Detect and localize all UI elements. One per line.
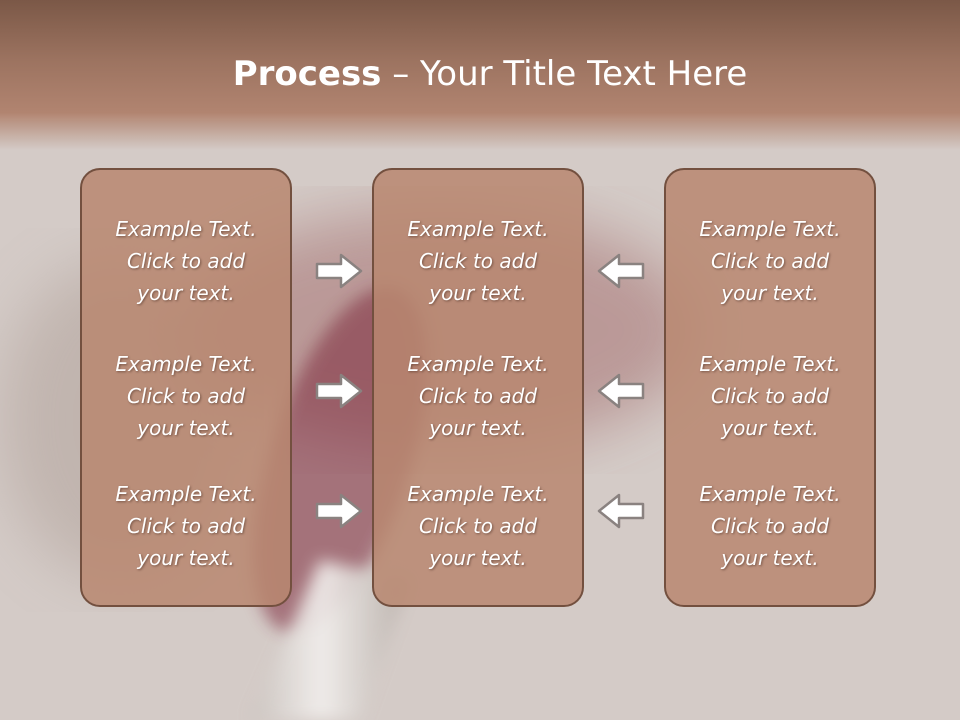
text-line: your text.: [721, 416, 819, 440]
text-line: your text.: [429, 281, 527, 305]
text-line: Example Text.: [407, 482, 549, 506]
text-line: Click to add: [126, 384, 246, 408]
text-line: Click to add: [418, 249, 538, 273]
process-column-left[interactable]: Example Text. Click to add your text. Ex…: [80, 168, 292, 607]
text-line: Click to add: [418, 514, 538, 538]
text-placeholder[interactable]: Example Text. Click to add your text.: [374, 213, 582, 309]
arrow-left-icon: [597, 253, 645, 289]
text-line: Example Text.: [115, 352, 257, 376]
text-placeholder[interactable]: Example Text. Click to add your text.: [666, 348, 874, 444]
text-line: Click to add: [710, 249, 830, 273]
text-placeholder[interactable]: Example Text. Click to add your text.: [82, 348, 290, 444]
text-placeholder[interactable]: Example Text. Click to add your text.: [666, 213, 874, 309]
text-line: your text.: [137, 416, 235, 440]
process-column-center[interactable]: Example Text. Click to add your text. Ex…: [372, 168, 584, 607]
text-line: Click to add: [126, 514, 246, 538]
arrow-right-icon: [315, 253, 363, 289]
text-line: your text.: [721, 546, 819, 570]
title-bold: Process: [232, 54, 382, 94]
text-line: Example Text.: [115, 482, 257, 506]
text-placeholder[interactable]: Example Text. Click to add your text.: [82, 213, 290, 309]
title-band: [0, 0, 960, 150]
text-placeholder[interactable]: Example Text. Click to add your text.: [666, 478, 874, 574]
text-placeholder[interactable]: Example Text. Click to add your text.: [374, 348, 582, 444]
text-line: Click to add: [418, 384, 538, 408]
slide-title[interactable]: Process – Your Title Text Here: [0, 52, 960, 96]
text-line: your text.: [137, 546, 235, 570]
text-line: Example Text.: [407, 217, 549, 241]
text-placeholder[interactable]: Example Text. Click to add your text.: [374, 478, 582, 574]
text-line: your text.: [721, 281, 819, 305]
text-line: your text.: [429, 546, 527, 570]
text-line: Click to add: [126, 249, 246, 273]
process-column-right[interactable]: Example Text. Click to add your text. Ex…: [664, 168, 876, 607]
text-line: Example Text.: [699, 217, 841, 241]
text-line: Click to add: [710, 514, 830, 538]
text-line: Example Text.: [115, 217, 257, 241]
text-line: Example Text.: [699, 352, 841, 376]
text-placeholder[interactable]: Example Text. Click to add your text.: [82, 478, 290, 574]
arrow-right-icon: [315, 493, 363, 529]
arrow-right-icon: [315, 373, 363, 409]
text-line: your text.: [137, 281, 235, 305]
text-line: Example Text.: [699, 482, 841, 506]
title-rest: – Your Title Text Here: [381, 54, 748, 94]
text-line: Click to add: [710, 384, 830, 408]
text-line: your text.: [429, 416, 527, 440]
arrow-left-icon: [597, 493, 645, 529]
arrow-left-icon: [597, 373, 645, 409]
text-line: Example Text.: [407, 352, 549, 376]
